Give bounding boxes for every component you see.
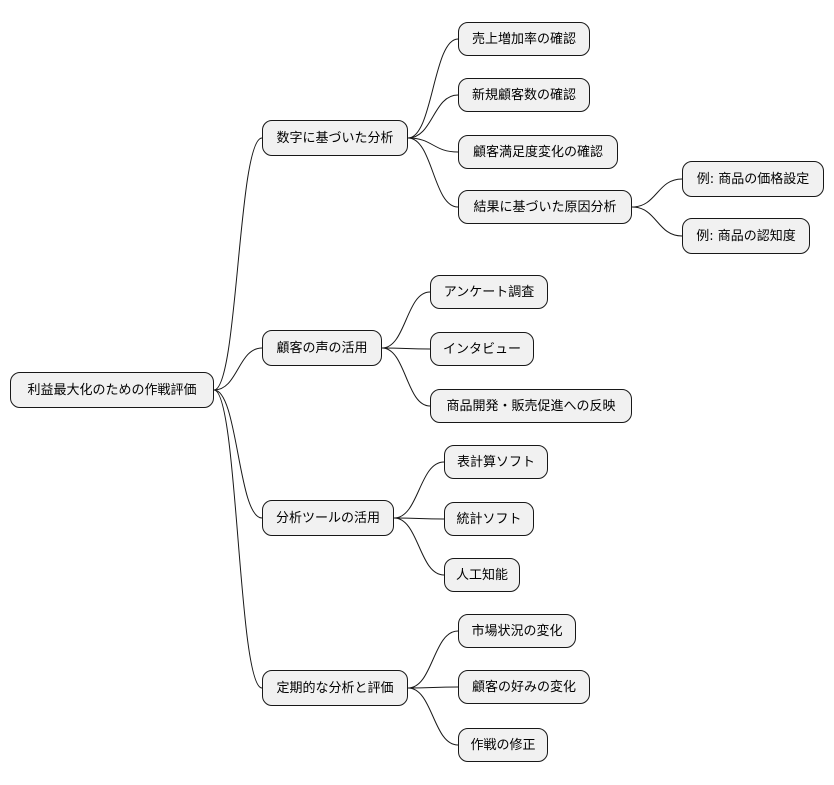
leaf-cause-analysis: 結果に基づいた原因分析 <box>458 190 632 224</box>
leaf-interview: インタビュー <box>430 332 534 366</box>
edge-8 <box>631 178 683 208</box>
leaf-example-awareness: 例: 商品の認知度 <box>682 218 810 254</box>
edge-16 <box>407 630 459 689</box>
branch-regular-evaluation: 定期的な分析と評価 <box>262 670 408 706</box>
edge-1 <box>213 347 263 391</box>
edge-10 <box>381 291 431 349</box>
leaf-market-change: 市場状況の変化 <box>458 614 576 648</box>
leaf-stats-software: 統計ソフト <box>444 502 534 536</box>
leaf-preference-change: 顧客の好みの変化 <box>458 670 590 704</box>
leaf-ai: 人工知能 <box>444 558 520 592</box>
edge-2 <box>213 389 263 519</box>
edge-4 <box>407 38 459 139</box>
edge-9 <box>631 206 683 237</box>
edge-13 <box>393 461 445 519</box>
leaf-spreadsheet: 表計算ソフト <box>444 445 548 479</box>
leaf-new-customers: 新規顧客数の確認 <box>458 78 590 112</box>
edge-12 <box>381 347 431 407</box>
edge-5 <box>407 94 459 139</box>
edge-17 <box>407 686 459 689</box>
leaf-satisfaction-change: 顧客満足度変化の確認 <box>458 135 618 169</box>
edge-7 <box>407 137 459 208</box>
edge-0 <box>213 137 263 391</box>
edge-18 <box>407 687 459 746</box>
edge-15 <box>393 517 445 576</box>
edge-14 <box>393 517 445 520</box>
branch-analysis-tools: 分析ツールの活用 <box>262 500 394 536</box>
edge-11 <box>381 347 431 350</box>
edge-6 <box>407 137 459 153</box>
leaf-product-reflection: 商品開発・販売促進への反映 <box>430 389 632 423</box>
branch-customer-voice: 顧客の声の活用 <box>262 330 382 366</box>
leaf-sales-growth: 売上増加率の確認 <box>458 22 590 56</box>
leaf-survey: アンケート調査 <box>430 275 548 309</box>
branch-numeric-analysis: 数字に基づいた分析 <box>262 120 408 156</box>
leaf-example-pricing: 例: 商品の価格設定 <box>682 161 824 197</box>
edge-3 <box>213 389 263 689</box>
root-node: 利益最大化のための作戦評価 <box>10 372 214 408</box>
leaf-strategy-revision: 作戦の修正 <box>458 728 548 762</box>
